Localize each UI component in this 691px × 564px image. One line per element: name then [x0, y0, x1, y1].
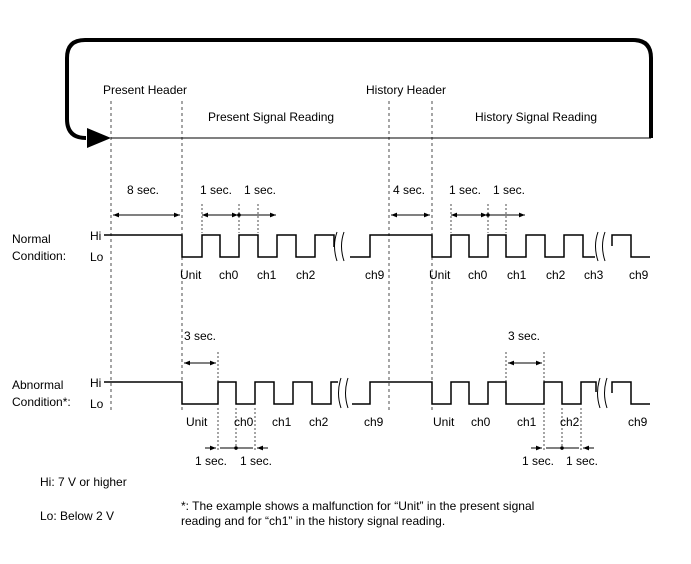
hi-voltage-definition: Hi: 7 V or higher	[40, 475, 127, 489]
normal-history-pulse-b: 1 sec.	[493, 183, 525, 197]
normal-condition-label: Normal	[12, 232, 51, 246]
abnormal-history-channel-unit: Unit	[433, 415, 455, 429]
loop-arrowhead	[87, 128, 111, 148]
abnormal-channel-unit: Unit	[186, 415, 208, 429]
abnormal-waveform-present	[104, 381, 338, 405]
abnormal-waveform-history	[352, 381, 597, 405]
normal-break-mark-1	[334, 231, 345, 262]
normal-history-channel-ch2: ch2	[546, 268, 566, 282]
abnormal-history-channel-ch0: ch0	[471, 415, 491, 429]
abnormal-channel-ch9: ch9	[364, 415, 384, 429]
present-header-label: Present Header	[103, 83, 187, 97]
abnormal-present-pulse-a: 1 sec.	[195, 454, 227, 468]
footnote-line-1: *: The example shows a malfunction for “…	[181, 499, 534, 513]
repeat-loop-arrow	[65, 38, 653, 140]
normal-present-pulse-a: 1 sec.	[200, 183, 232, 197]
lo-voltage-definition: Lo: Below 2 V	[40, 509, 114, 523]
normal-channel-ch9: ch9	[365, 268, 385, 282]
normal-hi-label: Hi	[90, 229, 101, 243]
normal-channel-ch1: ch1	[257, 268, 277, 282]
normal-condition-label-2: Condition:	[12, 249, 66, 263]
abnormal-break-mark-2	[597, 377, 608, 409]
abnormal-channel-ch0: ch0	[234, 415, 254, 429]
normal-history-channel-unit: Unit	[429, 268, 451, 282]
normal-present-header-duration: 8 sec.	[127, 183, 159, 197]
normal-history-header-duration: 4 sec.	[393, 183, 425, 197]
normal-waveform-end	[611, 234, 650, 258]
normal-history-channel-ch9: ch9	[629, 268, 649, 282]
abnormal-present-pulse-divider	[234, 446, 238, 450]
abnormal-present-fault-duration: 3 sec.	[184, 329, 216, 343]
normal-history-channel-ch0: ch0	[468, 268, 488, 282]
abnormal-condition-label: Abnormal	[12, 378, 63, 392]
abnormal-waveform-end	[611, 381, 650, 405]
history-signal-reading-label: History Signal Reading	[475, 110, 597, 124]
normal-channel-ch2: ch2	[296, 268, 316, 282]
abnormal-channel-ch1: ch1	[272, 415, 292, 429]
abnormal-present-pulse-b: 1 sec.	[240, 454, 272, 468]
abnormal-history-fault-duration: 3 sec.	[508, 329, 540, 343]
normal-lo-label: Lo	[90, 250, 104, 264]
history-header-label: History Header	[366, 83, 446, 97]
abnormal-history-pulse-a: 1 sec.	[522, 454, 554, 468]
normal-channel-unit: Unit	[180, 268, 202, 282]
abnormal-hi-label: Hi	[90, 376, 101, 390]
abnormal-history-pulse-divider	[560, 446, 564, 450]
normal-waveform-history	[350, 234, 595, 258]
abnormal-history-channel-ch9: ch9	[628, 415, 648, 429]
normal-history-pulse-divider	[486, 213, 490, 217]
normal-present-pulse-divider	[237, 213, 241, 217]
abnormal-condition-label-2: Condition*:	[12, 395, 71, 409]
abnormal-lo-label: Lo	[90, 397, 104, 411]
footnote-line-2: reading and for “ch1” in the history sig…	[181, 514, 445, 528]
abnormal-history-channel-ch2: ch2	[560, 415, 580, 429]
normal-waveform-present	[104, 234, 335, 258]
normal-break-mark-2	[595, 231, 606, 262]
present-signal-reading-label: Present Signal Reading	[208, 110, 334, 124]
normal-history-pulse-a: 1 sec.	[449, 183, 481, 197]
abnormal-channel-ch2: ch2	[309, 415, 329, 429]
abnormal-history-channel-ch1: ch1	[517, 415, 537, 429]
abnormal-break-mark-1	[338, 377, 349, 409]
abnormal-history-pulse-b: 1 sec.	[566, 454, 598, 468]
normal-channel-ch0: ch0	[219, 268, 239, 282]
normal-history-channel-ch1: ch1	[507, 268, 527, 282]
normal-history-channel-ch3: ch3	[584, 268, 604, 282]
normal-present-pulse-b: 1 sec.	[244, 183, 276, 197]
